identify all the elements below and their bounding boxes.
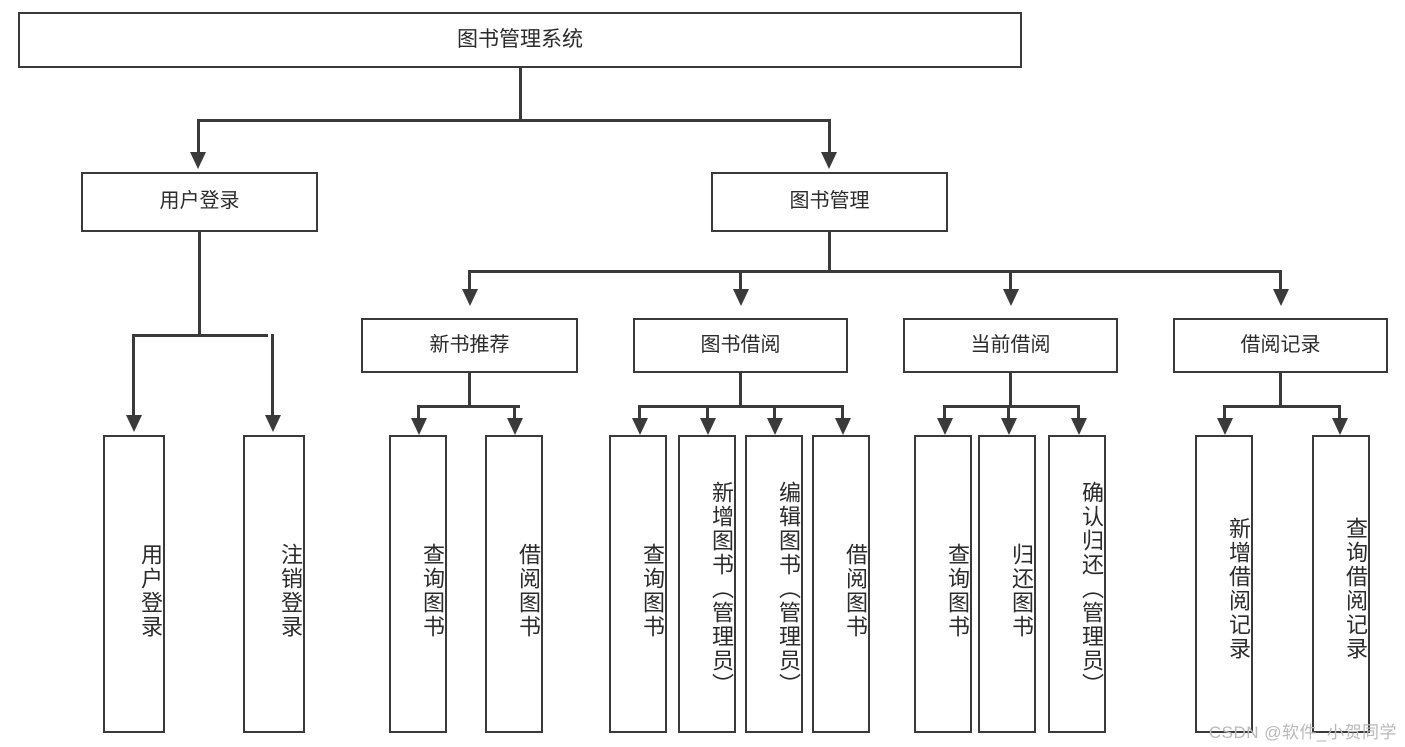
leaf-borrow-record-add-record[interactable]: 新增借阅记录 (1195, 435, 1253, 733)
node-label: 借阅图书 (516, 543, 541, 639)
arrowhead-cb-leaf3 (1071, 418, 1087, 435)
arrowhead-nbr-leaf2 (507, 418, 523, 435)
node-label: 图书管理系统 (457, 27, 583, 51)
node-new-book-recommend[interactable]: 新书推荐 (361, 318, 578, 373)
arrowhead-user-login-leaf1 (126, 415, 142, 432)
connector-new-book-recommend-stem (468, 373, 471, 407)
node-label: 注销登录 (278, 543, 303, 639)
node-book-management[interactable]: 图书管理 (711, 172, 948, 232)
connector-nbr-leaf1 (417, 405, 420, 421)
node-borrow-record[interactable]: 借阅记录 (1173, 318, 1388, 373)
connector-new-book-recommend-bus (417, 405, 520, 408)
arrowhead-to-book-management (821, 152, 837, 169)
node-label: 查询借阅记录 (1343, 517, 1368, 661)
connector-br-leaf2 (1338, 405, 1341, 421)
arrowhead-br-leaf1 (1217, 418, 1233, 435)
connector-cb-leaf3 (1077, 405, 1080, 421)
connector-current-borrow-bus (943, 405, 1078, 408)
arrowhead-bb-leaf1 (632, 418, 648, 435)
node-label: 新增借阅记录 (1226, 517, 1251, 661)
node-label: 查询图书 (640, 543, 665, 639)
connector-to-book-borrow (739, 270, 742, 292)
node-label: 新书推荐 (429, 333, 510, 356)
node-label: 归还图书 (1009, 543, 1034, 639)
node-current-borrow[interactable]: 当前借阅 (903, 318, 1118, 373)
node-label: 编辑图书（管理员） (776, 481, 801, 697)
connector-to-user-login (197, 119, 200, 154)
leaf-borrow-record-query-record[interactable]: 查询借阅记录 (1312, 435, 1370, 733)
node-label: 图书借阅 (700, 333, 781, 356)
connector-to-borrow-record (1279, 270, 1282, 292)
node-label: 借阅图书 (843, 543, 868, 639)
connector-bb-leaf1 (638, 405, 641, 421)
leaf-book-borrow-query-book[interactable]: 查询图书 (609, 435, 667, 733)
leaf-new-book-query-book[interactable]: 查询图书 (389, 435, 447, 733)
arrowhead-br-leaf2 (1332, 418, 1348, 435)
leaf-user-login-logout[interactable]: 注销登录 (243, 435, 305, 733)
node-label: 用户登录 (138, 543, 163, 639)
connector-user-login-bus (132, 334, 268, 337)
arrowhead-cb-leaf2 (1001, 418, 1017, 435)
connector-book-borrow-stem (739, 373, 742, 407)
leaf-new-book-borrow-book[interactable]: 借阅图书 (485, 435, 543, 733)
leaf-user-login-login[interactable]: 用户登录 (103, 435, 165, 733)
leaf-book-borrow-add-book-admin[interactable]: 新增图书（管理员） (678, 435, 736, 733)
connector-to-new-book-recommend (468, 270, 471, 292)
node-label: 确认归还（管理员） (1079, 481, 1104, 697)
leaf-current-borrow-confirm-return-admin[interactable]: 确认归还（管理员） (1048, 435, 1106, 733)
connector-current-borrow-stem (1009, 373, 1012, 407)
arrowhead-user-login-leaf2 (265, 415, 281, 432)
node-label: 新增图书（管理员） (709, 481, 734, 697)
arrowhead-bb-leaf2 (700, 418, 716, 435)
connector-bb-leaf3 (773, 405, 776, 421)
arrowhead-bb-leaf4 (835, 418, 851, 435)
connector-user-login-leaf2 (271, 334, 274, 419)
connector-to-book-management (828, 119, 831, 154)
arrowhead-bb-leaf3 (767, 418, 783, 435)
connector-level1-bus (197, 119, 831, 122)
leaf-book-borrow-edit-book-admin[interactable]: 编辑图书（管理员） (745, 435, 803, 733)
arrowhead-nbr-leaf1 (411, 418, 427, 435)
arrowhead-to-borrow-record (1273, 289, 1289, 306)
connector-book-borrow-bus (638, 405, 843, 408)
leaf-current-borrow-return-book[interactable]: 归还图书 (978, 435, 1036, 733)
connector-to-current-borrow (1009, 270, 1012, 292)
connector-user-login-stem (198, 232, 201, 336)
node-label: 图书管理 (789, 190, 870, 213)
connector-borrow-record-stem (1279, 373, 1282, 407)
connector-nbr-leaf2 (513, 405, 516, 421)
connector-bb-leaf4 (841, 405, 844, 421)
arrowhead-to-user-login (190, 152, 206, 169)
node-user-login[interactable]: 用户登录 (81, 172, 318, 232)
arrowhead-cb-leaf1 (937, 418, 953, 435)
connector-cb-leaf1 (943, 405, 946, 421)
connector-borrow-record-bus (1223, 405, 1341, 408)
node-label: 查询图书 (945, 543, 970, 639)
node-label: 当前借阅 (970, 333, 1051, 356)
node-label: 用户登录 (159, 190, 240, 213)
leaf-book-borrow-borrow-book[interactable]: 借阅图书 (812, 435, 870, 733)
node-root-book-management-system[interactable]: 图书管理系统 (18, 12, 1022, 68)
connector-level2-bus (468, 270, 1280, 273)
connector-cb-leaf2 (1007, 405, 1010, 421)
connector-book-management-stem (828, 232, 831, 272)
node-book-borrow[interactable]: 图书借阅 (633, 318, 848, 373)
node-label: 查询图书 (420, 543, 445, 639)
arrowhead-to-new-book-recommend (462, 289, 478, 306)
connector-root-stem (519, 68, 522, 120)
connector-user-login-leaf1 (132, 334, 135, 419)
arrowhead-to-book-borrow (733, 289, 749, 306)
connector-br-leaf1 (1223, 405, 1226, 421)
arrowhead-to-current-borrow (1003, 289, 1019, 306)
leaf-current-borrow-query-book[interactable]: 查询图书 (914, 435, 972, 733)
connector-bb-leaf2 (706, 405, 709, 421)
node-label: 借阅记录 (1240, 333, 1321, 356)
